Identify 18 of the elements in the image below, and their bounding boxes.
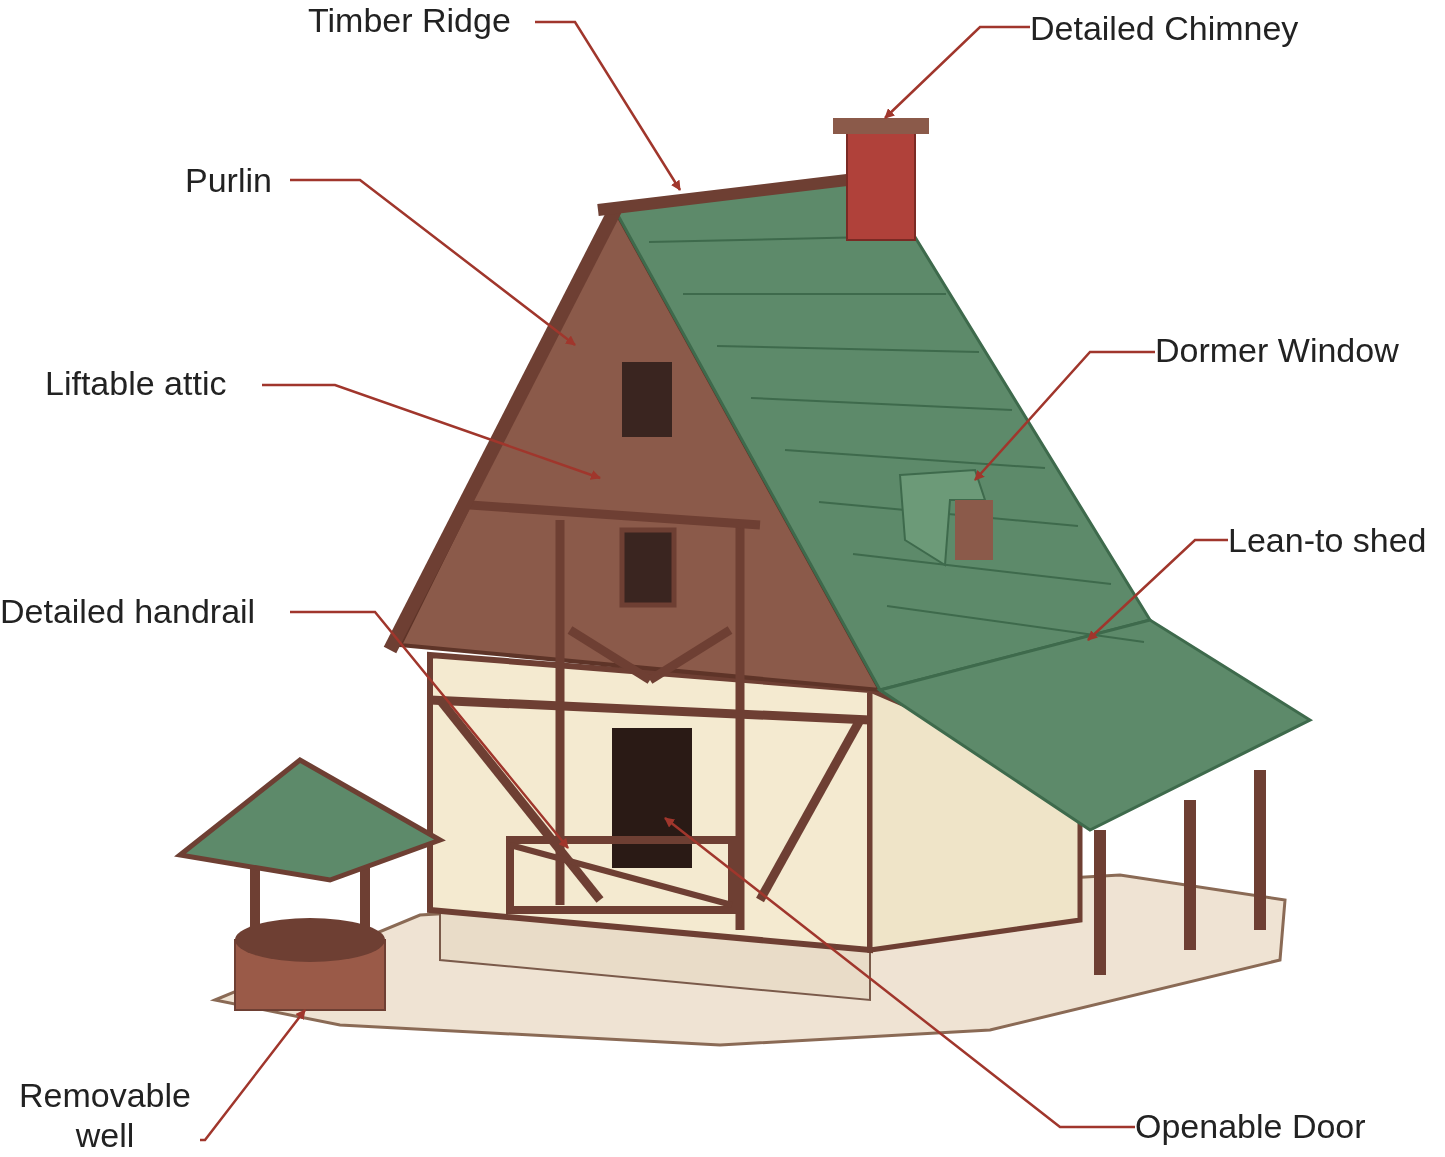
callout-label: Lean-to shed [1228,520,1427,560]
callout-label: Detailed Chimney [1030,8,1299,48]
leader-line [664,817,1135,1129]
callout-label: Purlin [185,160,272,200]
leader-line [290,610,569,849]
leader-line [535,20,682,191]
callout-label: Liftable attic [45,363,227,403]
callout-label: Dormer Window [1155,330,1399,370]
leader-line [290,178,576,346]
leader-line [1087,538,1228,641]
leader-line [262,383,601,480]
callout-label: Timber Ridge [308,0,511,40]
leader-line [200,1009,306,1142]
callout-label: Removable well [10,1075,200,1155]
callout-label: Detailed handrail [0,591,256,631]
leader-line [884,25,1030,119]
callout-label: Openable Door [1135,1106,1366,1146]
leader-line [974,350,1155,481]
